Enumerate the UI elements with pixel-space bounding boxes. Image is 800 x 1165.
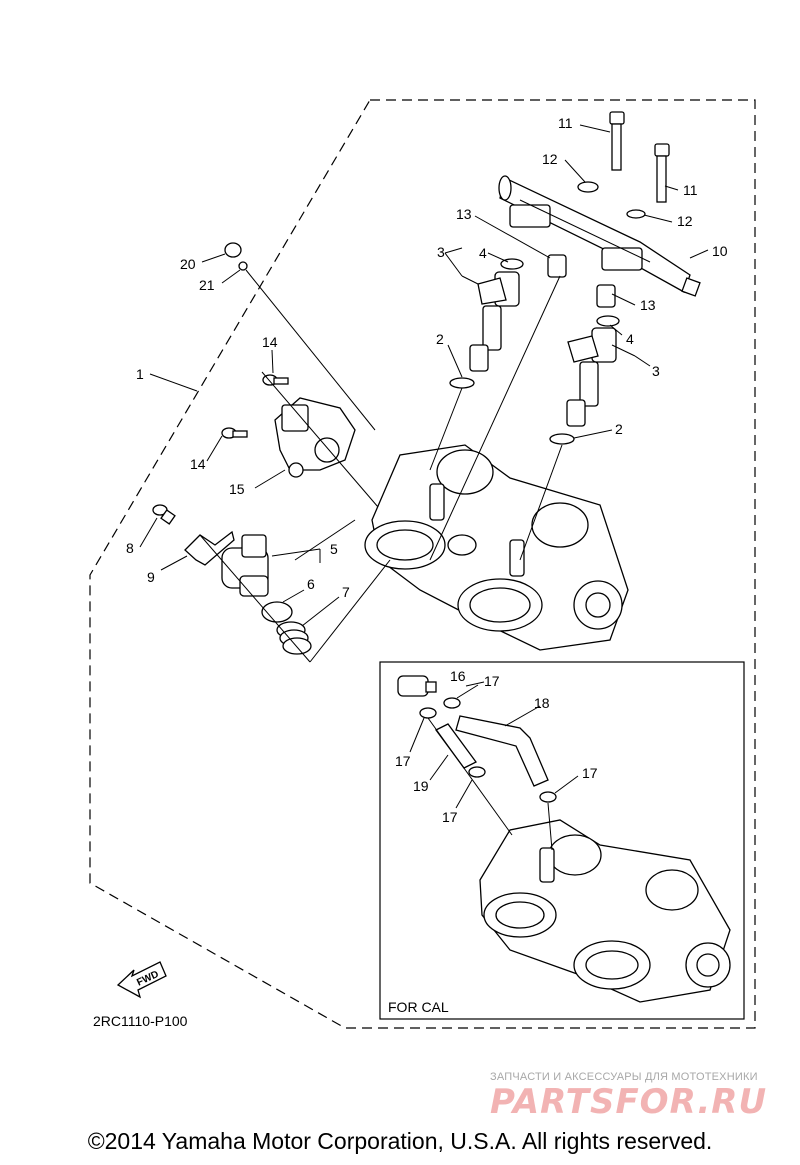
callout-12b: 12 [677, 213, 693, 229]
watermark-subtitle: ЗАПЧАСТИ И АКСЕССУАРЫ ДЛЯ МОТОТЕХНИКИ [490, 1071, 758, 1083]
callout-9: 9 [147, 569, 155, 585]
screw-14-a [262, 374, 289, 386]
bolt-11-b [654, 143, 670, 203]
oring-4-b [596, 315, 620, 327]
callout-20: 20 [180, 256, 196, 272]
hose-18 [455, 715, 549, 787]
callout-14a: 14 [262, 334, 278, 350]
inset-throttle-body [479, 819, 731, 1003]
guide-lines [199, 269, 563, 851]
bolt-11-a [609, 111, 625, 171]
callout-4b: 4 [626, 331, 634, 347]
fuel-rail [498, 175, 701, 297]
injector-3-a [469, 271, 520, 372]
callout-6: 6 [307, 576, 315, 592]
callout-2a: 2 [436, 331, 444, 347]
callout-11b: 11 [683, 182, 698, 198]
callouts: 1 2 2 3 3 4 4 5 6 7 8 9 10 11 11 12 12 1… [126, 115, 728, 825]
callout-3a: 3 [437, 244, 445, 260]
callout-13a: 13 [456, 206, 472, 222]
oring-6 [261, 601, 293, 623]
callout-5: 5 [330, 541, 338, 557]
assembly-outline [89, 99, 756, 1029]
callout-17a: 17 [484, 673, 500, 689]
callout-8: 8 [126, 540, 134, 556]
seal-2-a [449, 377, 475, 389]
callout-4a: 4 [479, 245, 487, 261]
callout-12a: 12 [542, 151, 558, 167]
throttle-position-sensor [274, 397, 356, 478]
callout-2b: 2 [615, 421, 623, 437]
callout-14b: 14 [190, 456, 206, 472]
hose-clips-17 [419, 697, 557, 803]
cal-inset-label: FOR CAL [388, 999, 449, 1015]
washer-12-b [626, 209, 646, 219]
seal-2-b [549, 433, 575, 445]
callout-13b: 13 [640, 297, 656, 313]
callout-1: 1 [136, 366, 144, 382]
fitting-16 [397, 675, 437, 697]
copyright-text: ©2014 Yamaha Motor Corporation, U.S.A. A… [87, 1128, 713, 1154]
callout-21: 21 [199, 277, 215, 293]
washer-12-a [577, 181, 599, 193]
callout-16: 16 [450, 668, 466, 684]
callout-17d: 17 [582, 765, 598, 781]
diagram-code: 2RC1110-P100 [93, 1013, 188, 1029]
callout-11a: 11 [558, 115, 573, 131]
callout-10: 10 [712, 243, 728, 259]
collar-13-a [547, 254, 567, 278]
collar-13-b [596, 284, 616, 308]
callout-17b: 17 [395, 753, 411, 769]
bracket-9 [184, 530, 235, 566]
spring-7 [276, 621, 312, 655]
watermark-logo: PARTSFOR.RU [490, 1082, 768, 1122]
callout-3b: 3 [652, 363, 660, 379]
throttle-body [364, 444, 629, 651]
sensor-5 [221, 534, 269, 597]
callout-7: 7 [342, 584, 350, 600]
screw-14-b [221, 427, 248, 439]
ring-21 [238, 261, 248, 271]
callout-18: 18 [534, 695, 550, 711]
callout-15: 15 [229, 481, 245, 497]
screw-8 [152, 504, 176, 525]
leader-lines [139, 124, 709, 809]
callout-19: 19 [413, 778, 429, 794]
cap-20 [224, 242, 242, 258]
injector-3-b [566, 327, 617, 427]
fwd-arrow: FWD [116, 961, 167, 999]
cal-inset-box [379, 661, 745, 1020]
callout-17c: 17 [442, 809, 458, 825]
